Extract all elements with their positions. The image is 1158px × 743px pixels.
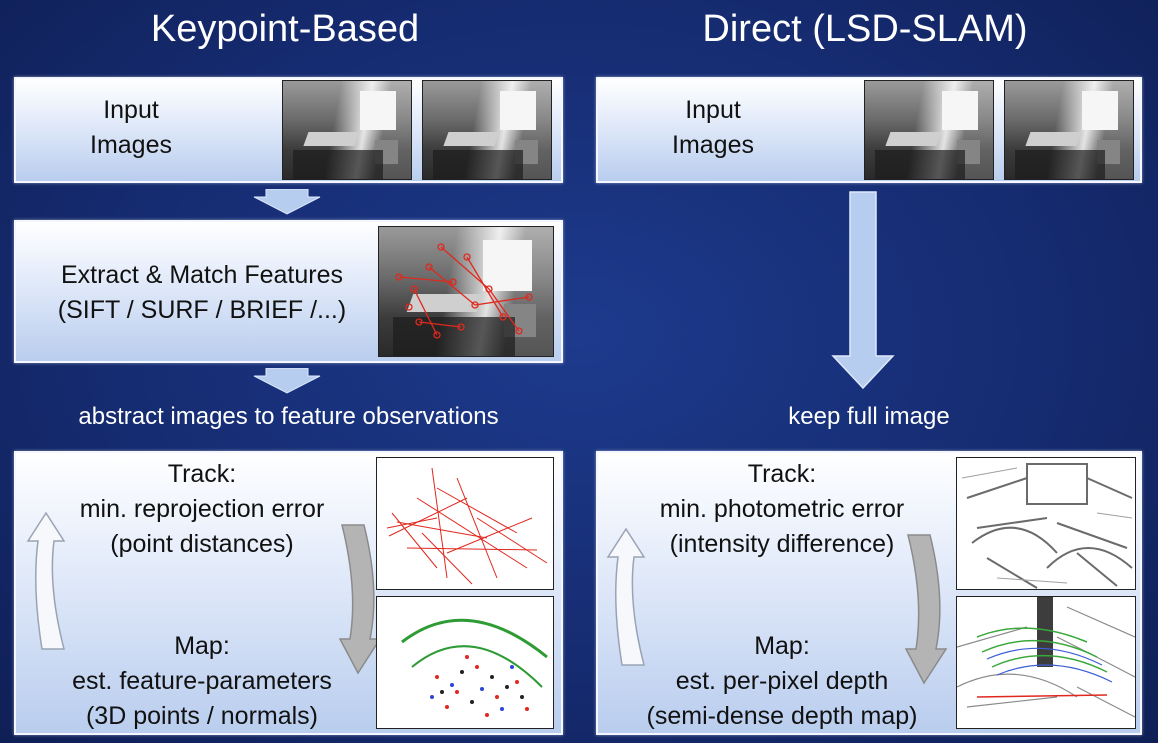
left-extract-features-box: Extract & Match Features (SIFT / SURF / … [14,220,563,363]
right-column-title: Direct (LSD-SLAM) [702,8,1028,50]
right-map-visualization [956,596,1136,729]
right-long-down-arrow [831,191,895,390]
left-input-image-2 [422,80,552,180]
left-input-images-box: Input Images [14,77,563,183]
left-cycle-arrow-down-icon [338,524,382,675]
right-input-label: Input Images [672,96,754,159]
left-input-image-1 [282,80,412,180]
feature-matches-image [378,226,554,357]
left-caption: abstract images to feature observations [78,403,499,430]
reprojection-lines [386,467,548,585]
right-track-map-box: Track: min. photometric error (intensity… [596,451,1142,735]
left-cycle-arrow-up-icon [26,511,66,650]
right-track-visualization [956,457,1136,590]
left-track-text: Track: min. reprojection error (point di… [79,460,325,558]
right-cycle-arrow-up-icon [606,527,646,666]
feature-point-cloud [401,618,548,717]
left-column-title: Keypoint-Based [150,8,420,50]
left-extract-label: Extract & Match Features (SIFT / SURF / … [57,261,347,324]
left-track-visualization [376,457,554,590]
right-map-text: Map: est. per-pixel depth (semi-dense de… [646,632,918,730]
right-track-text: Track: min. photometric error (intensity… [659,460,905,558]
right-input-images-box: Input Images [596,77,1142,183]
left-input-label: Input Images [90,96,172,159]
photometric-edges [961,463,1133,589]
left-map-visualization [376,596,554,729]
left-map-text: Map: est. feature-parameters (3D points … [72,632,332,730]
left-down-arrow-1 [253,189,321,215]
right-cycle-arrow-down-icon [904,534,948,685]
left-track-map-box: Track: min. reprojection error (point di… [14,451,563,735]
left-down-arrow-2 [253,368,321,394]
right-caption: keep full image [788,403,950,430]
right-input-image-1 [864,80,994,180]
semi-dense-depth-map [957,597,1135,718]
feature-marks-overlay [395,243,533,339]
right-input-image-2 [1004,80,1134,180]
